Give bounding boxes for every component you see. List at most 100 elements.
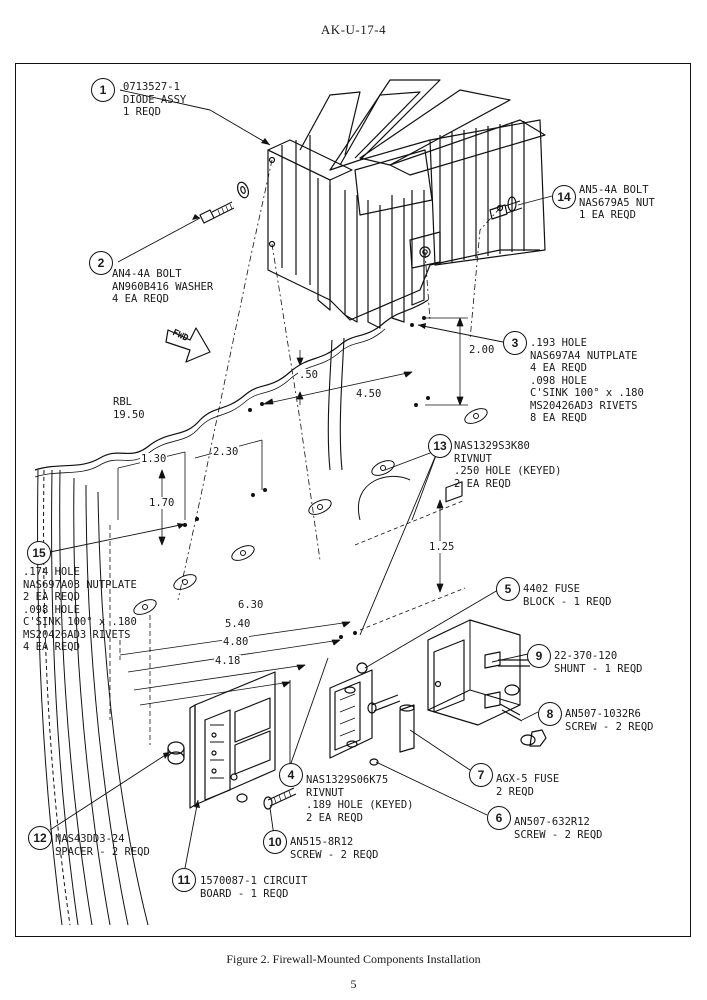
callout-line: .250 HOLE (KEYED): [454, 465, 562, 477]
bolt-an5-4a: [489, 196, 523, 220]
leader-8: [521, 711, 539, 721]
leader-14: [517, 195, 553, 206]
callout-4-number: 4: [279, 763, 303, 787]
callout-line: 2 REQD: [496, 785, 534, 798]
callout-line: AGX-5 FUSE: [496, 773, 560, 785]
dim-2-00: 2.00: [468, 344, 496, 356]
callout-line: 8 EA REQD: [530, 412, 587, 424]
rivnut-loop: [357, 475, 411, 521]
leader-5: [364, 589, 499, 669]
screw-an515: [236, 787, 297, 810]
callout-line: .174 HOLE: [23, 566, 80, 578]
dim-4-80: 4.80: [222, 636, 250, 648]
callout-15-number: 15: [27, 541, 51, 565]
firewall-flanges: [37, 469, 149, 926]
callout-line: 4402 FUSE: [523, 583, 580, 595]
callout-line: NAS1329S06K75: [306, 774, 389, 786]
dim-0-50: .50: [298, 369, 319, 381]
dim-1-30: 1.30: [140, 453, 168, 465]
screw-an507-632: [367, 694, 401, 766]
callout-line: 1 EA REQD: [579, 209, 636, 221]
fuse-agx5: [399, 704, 415, 753]
callout-8-number: 8: [538, 702, 562, 726]
figure-caption: Figure 2. Firewall-Mounted Components In…: [226, 952, 481, 966]
spacer: [167, 741, 185, 765]
callout-11-number: 11: [172, 868, 196, 892]
callout-line: AN4-4A BOLT: [112, 268, 182, 280]
leader-2: [117, 217, 201, 263]
fuse-block: [329, 662, 373, 759]
callout-14-number: 14: [552, 185, 576, 209]
figure-frame: [15, 63, 691, 937]
callout-line: RIVNUT: [306, 786, 344, 799]
leader-9: [491, 653, 529, 663]
callout-line: AN960B416 WASHER: [112, 280, 214, 293]
callout-line: NAS697A08 NUTPLATE: [23, 578, 137, 591]
callout-line: NAS43DD3-24: [55, 833, 125, 845]
callout-line: .189 HOLE (KEYED): [306, 799, 414, 811]
leader-11: [184, 799, 199, 869]
callout-13-number: 13: [428, 434, 452, 458]
leader-15: [49, 523, 186, 553]
callout-9-number: 9: [527, 644, 551, 668]
callout-line: .193 HOLE: [530, 337, 587, 349]
nutplates: [133, 408, 488, 615]
circuit-board: [189, 671, 276, 809]
callout-line: 4 EA REQD: [530, 362, 587, 374]
rbl-line2: 19.50: [113, 408, 145, 421]
rbl-label: RBL 19.50: [113, 396, 145, 421]
page-number: 5: [350, 977, 357, 991]
callout-10-number: 10: [263, 830, 287, 854]
callout-line: .098 HOLE: [530, 374, 587, 387]
bolt-an4-4a: [199, 181, 250, 224]
callout-line: 22-370-120: [554, 650, 618, 662]
callout-line: 2 EA REQD: [23, 591, 80, 603]
leader-3: [417, 324, 504, 343]
callout-line: SCREW - 2 REQD: [514, 828, 603, 841]
fwd-arrow-icon: [165, 327, 211, 363]
leader-13b: [359, 449, 439, 636]
callout-line: NAS1329S3K80: [454, 440, 530, 452]
callout-1-number: 1: [91, 78, 115, 102]
callout-line: AN507-1032R6: [565, 708, 641, 720]
callout-line: 4 EA REQD: [23, 641, 80, 653]
shunt: [427, 481, 521, 726]
dim-6-30: 6.30: [237, 599, 265, 611]
callout-line: 2 EA REQD: [454, 477, 511, 490]
leader-13a: [384, 449, 439, 471]
callout-line: SCREW - 2 REQD: [290, 848, 379, 861]
callout-line: NAS697A4 NUTPLATE: [530, 349, 638, 362]
callout-line: SCREW - 2 REQD: [565, 720, 654, 733]
dim-2-30: 2.30: [212, 446, 240, 458]
callout-line: C'SINK 100° x .180: [23, 616, 137, 628]
leader-7: [409, 729, 471, 771]
diode-assembly-heatsink: [267, 79, 546, 329]
leader-13c: [411, 449, 439, 521]
cable: [327, 337, 345, 471]
callout-line: BOARD - 1 REQD: [200, 887, 289, 900]
callout-line: 1 REQD: [123, 106, 161, 118]
callout-line: NAS679A5 NUT: [579, 196, 655, 209]
callout-line: SHUNT - 1 REQD: [554, 662, 643, 675]
callout-line: .098 HOLE: [23, 603, 80, 616]
dim-4-18: 4.18: [214, 655, 242, 667]
rbl-line1: RBL: [113, 396, 132, 408]
callout-line: 0713527-1: [123, 81, 180, 93]
callout-2-number: 2: [89, 251, 113, 275]
dim-1-70: 1.70: [148, 497, 176, 509]
firewall-holes: [183, 316, 430, 639]
callout-7-number: 7: [469, 763, 493, 787]
callout-line: MS20426AD3 RIVETS: [530, 399, 638, 412]
